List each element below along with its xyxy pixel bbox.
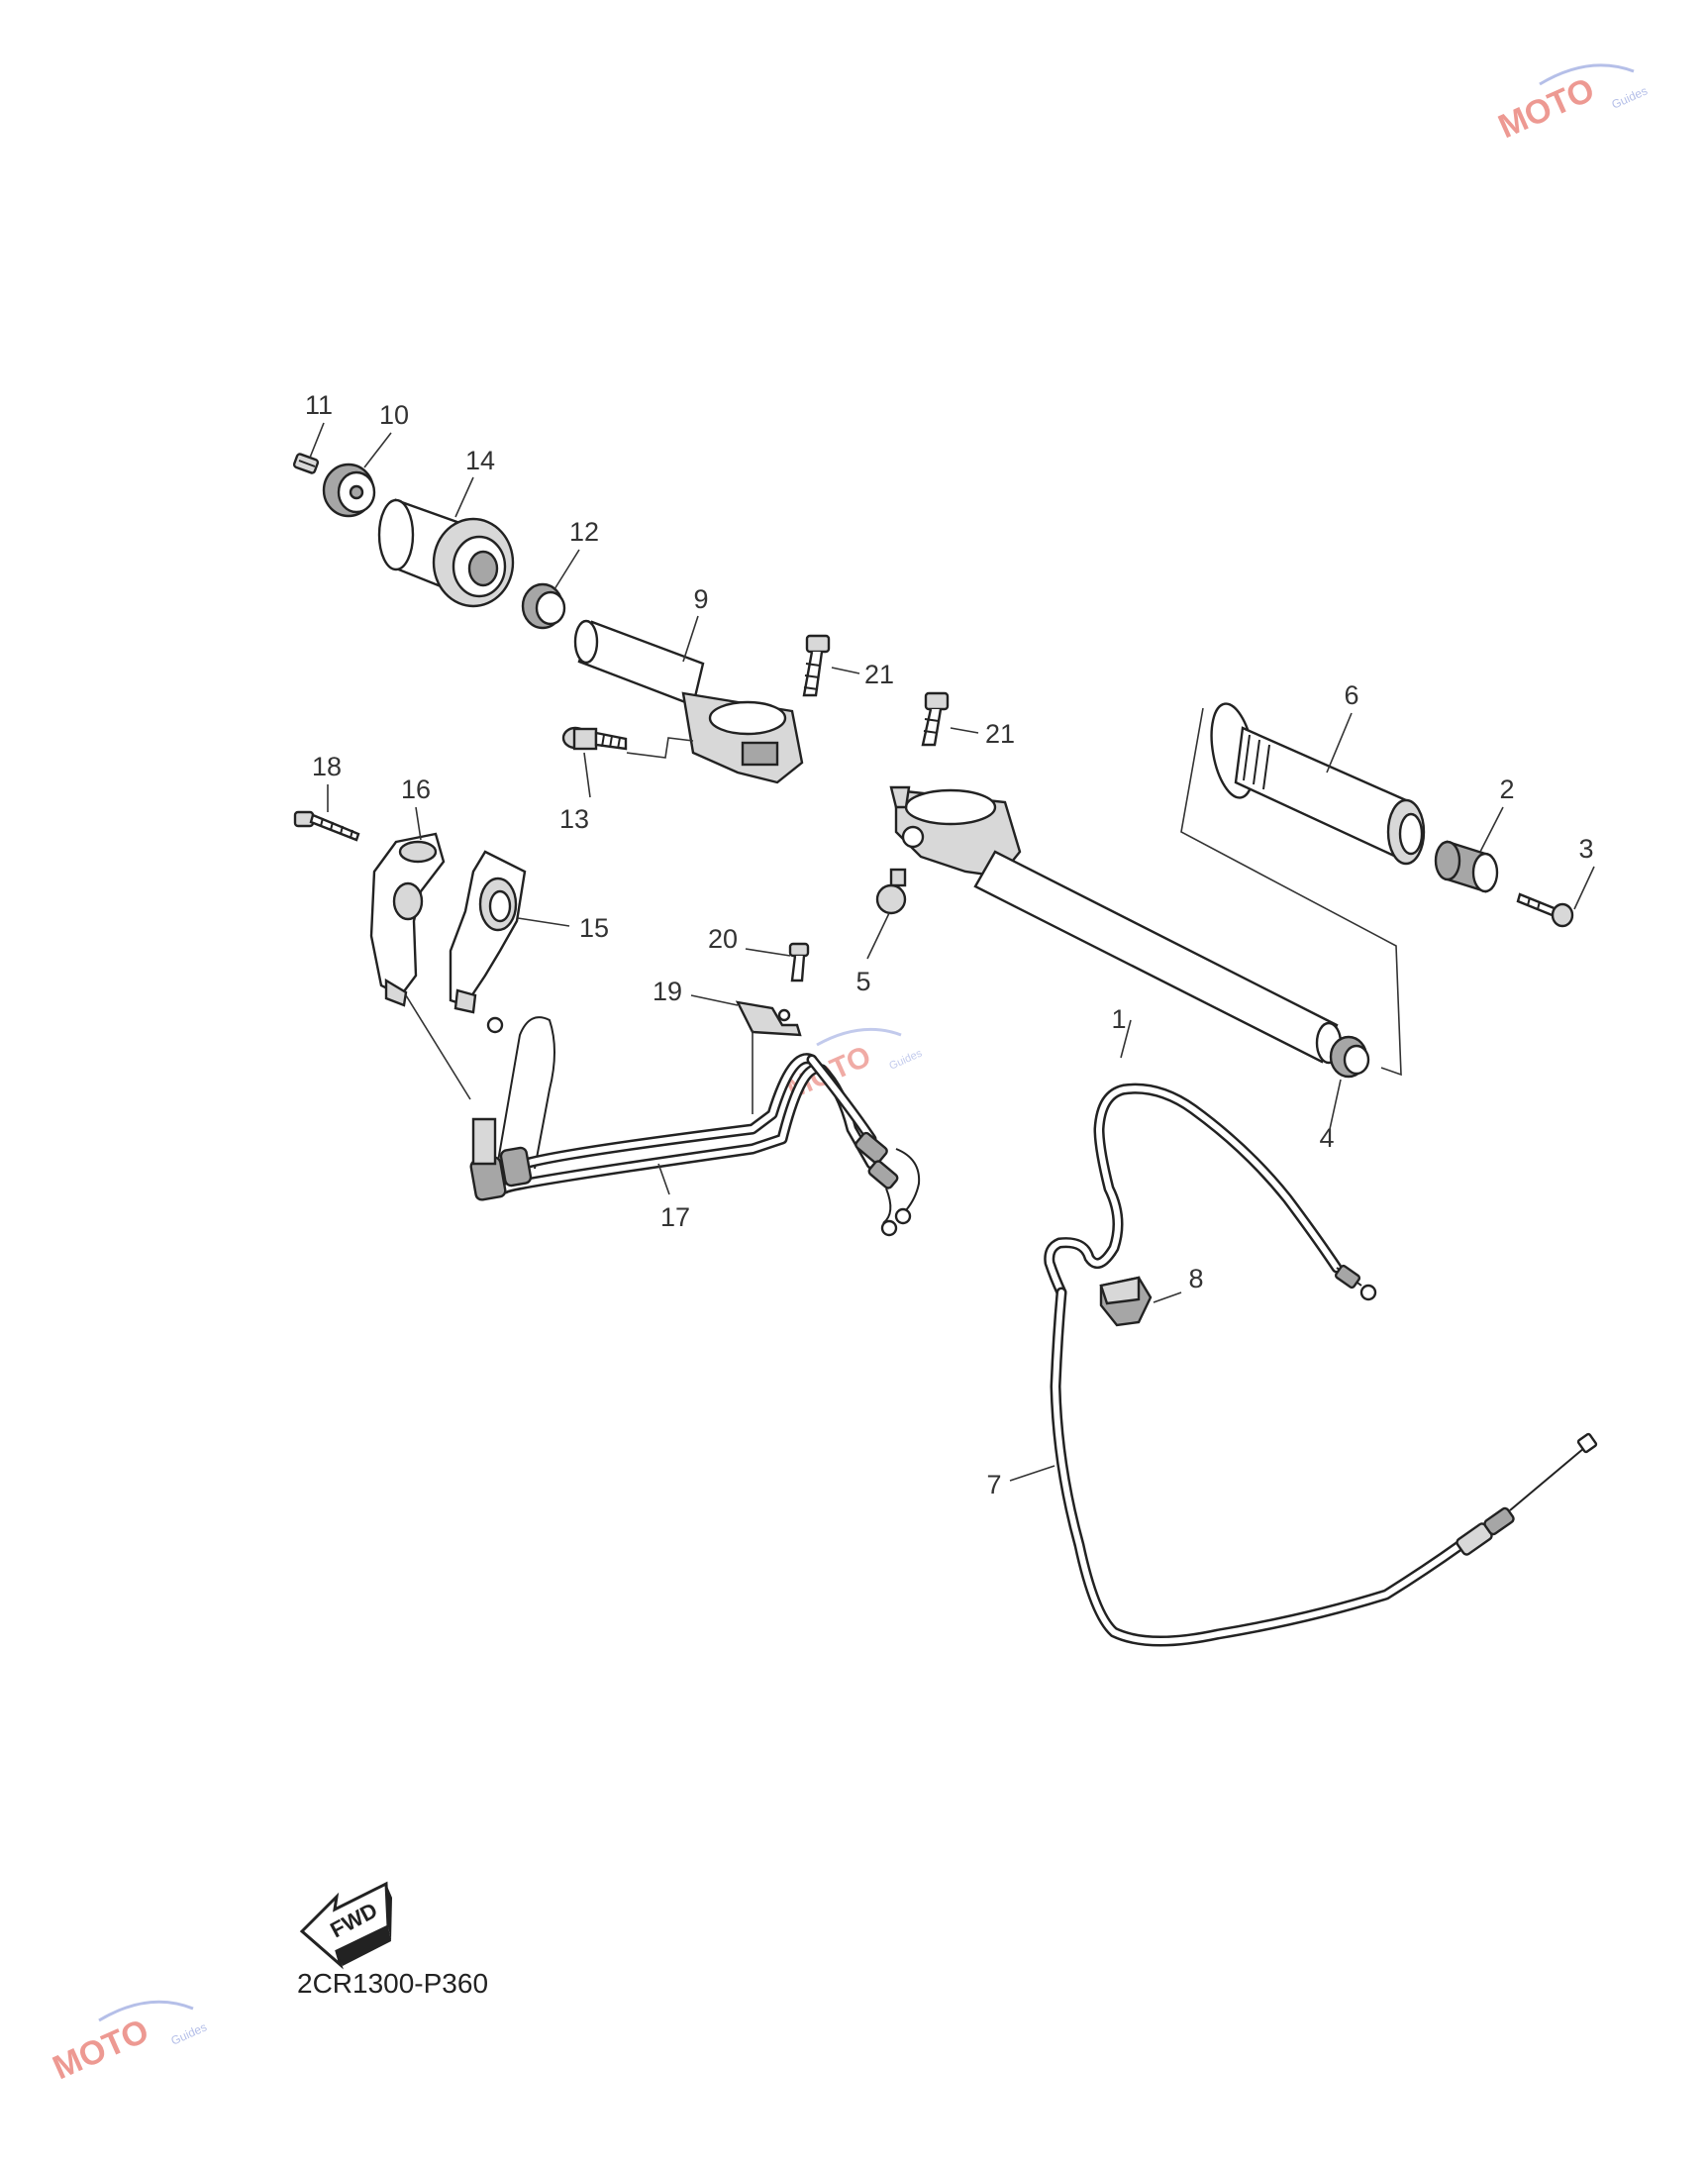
part-12-collar xyxy=(521,582,566,630)
fwd-arrow: FWD xyxy=(299,1881,392,1970)
watermark-subtext: Guides xyxy=(169,2019,209,2047)
part-16-throttle-housing xyxy=(369,832,446,1007)
callout-14: 14 xyxy=(465,446,495,475)
callout-8: 8 xyxy=(1188,1264,1203,1293)
callout-3: 3 xyxy=(1578,834,1593,864)
callout-15: 15 xyxy=(579,913,609,943)
watermark-subtext: Guides xyxy=(887,1047,924,1072)
part-10-bar-end xyxy=(322,463,376,518)
part-19-clamp xyxy=(735,1000,802,1037)
watermark-subtext: Guides xyxy=(1610,83,1650,111)
callout-11: 11 xyxy=(305,390,333,420)
callout-10: 10 xyxy=(379,400,409,430)
callout-2: 2 xyxy=(1499,775,1514,804)
part-14-throttle-grip xyxy=(377,498,515,608)
callout-17: 17 xyxy=(660,1202,690,1232)
callout-18: 18 xyxy=(312,752,342,781)
callout-21-right: 21 xyxy=(985,719,1015,749)
part-21-bolt-upper xyxy=(802,634,831,697)
callout-19: 19 xyxy=(653,977,682,1006)
callouts: 11 10 14 12 9 21 21 6 2 3 18 16 13 15 20… xyxy=(305,390,1594,1499)
part-21-bolt-right xyxy=(921,691,950,747)
assembly-bracket xyxy=(1180,707,1402,1077)
watermark-bottom-left: MOTO Guides xyxy=(48,2000,209,2087)
callout-6: 6 xyxy=(1344,680,1358,710)
callout-9: 9 xyxy=(693,584,708,614)
part-15-throttle-housing xyxy=(449,850,527,1014)
part-20-screw xyxy=(788,942,810,982)
callout-7: 7 xyxy=(986,1470,1001,1499)
callout-16: 16 xyxy=(401,775,431,804)
watermark-text: MOTO xyxy=(48,2012,154,2087)
callout-13: 13 xyxy=(559,804,589,834)
part-18-screw xyxy=(293,810,360,842)
callout-5: 5 xyxy=(855,967,870,996)
part-3-bolt xyxy=(1516,892,1574,928)
leader-lines xyxy=(309,422,1595,1482)
callout-21-upper: 21 xyxy=(864,660,894,689)
part-2-bar-end xyxy=(1434,840,1499,893)
diagram-code: 2CR1300-P360 xyxy=(297,1968,488,1999)
part-9-left-handlebar xyxy=(573,619,804,784)
part-4-collar xyxy=(1329,1035,1370,1079)
part-6-grip xyxy=(1210,702,1426,866)
part-7-cable xyxy=(1044,1083,1598,1647)
part-11-bolt xyxy=(292,453,320,474)
callout-4: 4 xyxy=(1319,1123,1334,1153)
leader-13-9 xyxy=(626,737,694,759)
part-1-right-handlebar xyxy=(889,785,1343,1065)
part-5-plug xyxy=(875,868,907,915)
part-17-throttle-cables xyxy=(469,1016,921,1237)
callout-1: 1 xyxy=(1111,1004,1126,1034)
part-13-pinch-bolt xyxy=(561,726,628,751)
watermark-center: MOTO Guides xyxy=(781,1027,925,1105)
callout-20: 20 xyxy=(708,924,738,954)
callout-12: 12 xyxy=(569,517,599,547)
watermark-top-right: MOTO Guides xyxy=(1493,63,1650,146)
part-8-cable-guide xyxy=(1099,1276,1153,1327)
